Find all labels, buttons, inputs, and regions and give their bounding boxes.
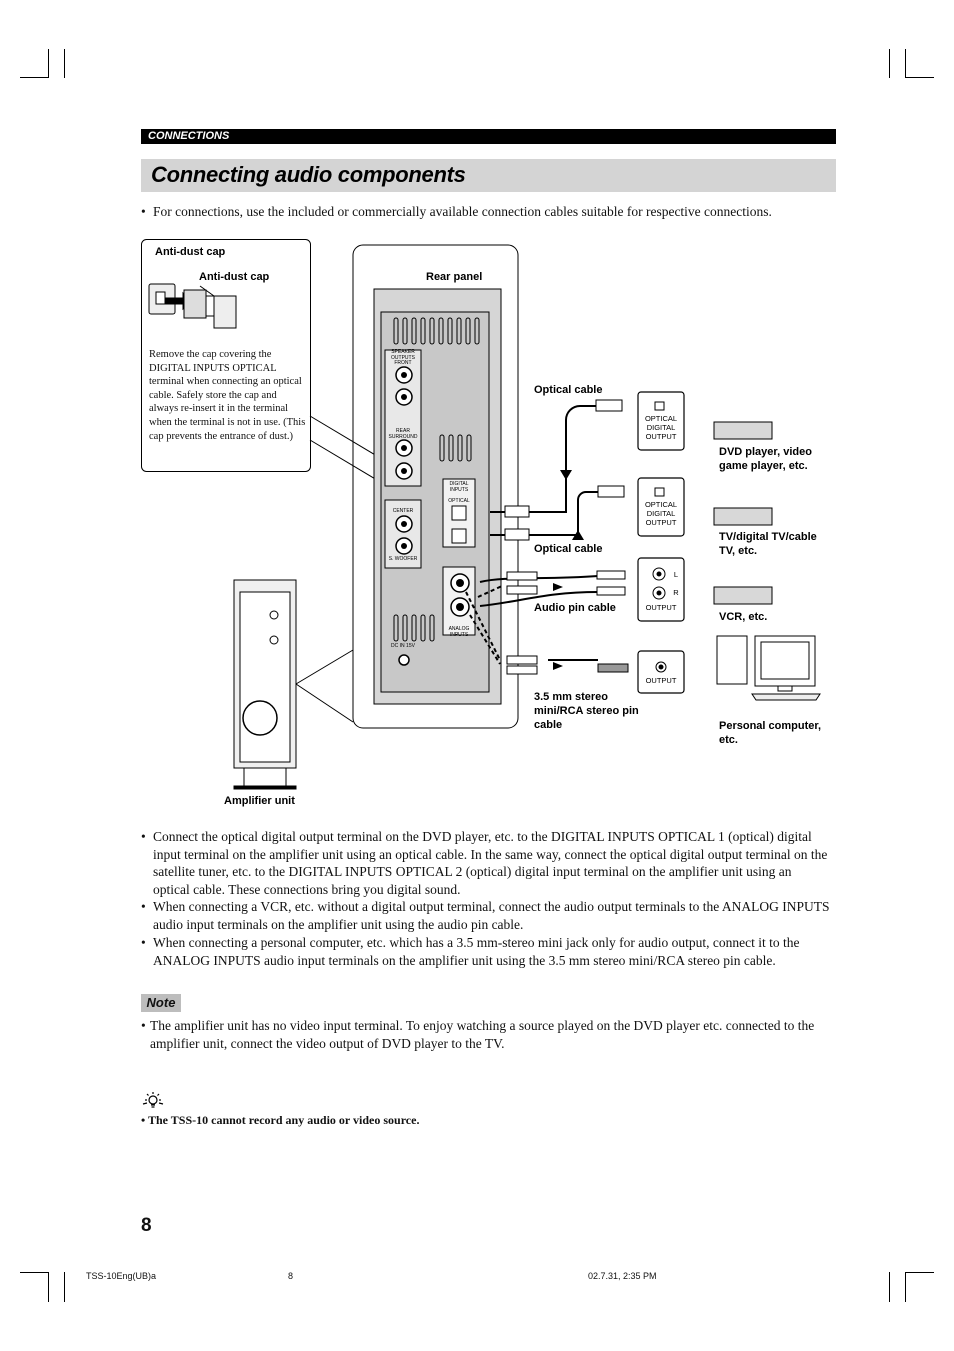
box4-terminal-label: OUTPUT [645,676,677,685]
page-number: 8 [141,1215,152,1236]
box3-l-label: L [673,570,679,579]
device-tv-label: TV/digital TV/cable TV, etc. [719,531,817,557]
cable-arrows [553,470,584,670]
note-text: The amplifier unit has no video input te… [150,1018,815,1051]
panel-rear-surround: REAR SURROUND [388,428,418,440]
bullet-text: Connect the optical digital output termi… [153,829,828,897]
intro-bullet-text: For connections, use the included or com… [153,204,772,219]
optical-cable-2-line [490,491,598,536]
footer-left: TSS-10Eng(UB)a [86,1271,157,1281]
box1-terminal-label: OPTICAL DIGITAL OUTPUT [644,414,678,441]
mini-rca-cable-label: 3.5 mm stereo mini/RCA stereo pin cable [534,691,639,731]
cables [465,405,599,665]
connection-diagram [141,239,821,790]
panel-front: FRONT [394,360,412,366]
device-dvd-label: DVD player, video game player, etc. [719,446,812,472]
callout-cap-label: Anti-dust cap [199,271,270,283]
tip-text: The TSS-10 cannot record any audio or vi… [147,1113,420,1127]
footer-center: 8 [288,1271,294,1281]
section-header-bar: CONNECTIONS [141,129,836,144]
note-badge: Note [141,994,181,1012]
device-vcr-label: VCR, etc. [719,611,768,623]
footer-right: 02.7.31, 2:35 PM [588,1271,657,1281]
terminal-jacks [652,401,667,673]
box3-terminal-label: OUTPUT [645,603,677,612]
panel-center: CENTER [392,508,414,514]
audio-pin-cable-label: Audio pin cable [534,602,616,614]
device-illustrations [713,421,821,701]
optical-cable-1-label: Optical cable [534,384,603,396]
tip-lightbulb-icon [142,1092,164,1108]
panel-speaker-outputs: SPEAKER OUTPUTS [391,349,415,361]
panel-dc-in: DC IN 15V [391,643,415,649]
callout-text: Remove the cap covering the DIGITAL INPU… [149,349,306,442]
panel-s-woofer: S. WOOFER [388,556,418,562]
cable-plugs [504,399,629,675]
rear-panel-enclosure [352,244,519,729]
anti-dust-cap-illustration [148,283,237,329]
bullet-text: When connecting a VCR, etc. without a di… [153,899,830,932]
optical-cable-2-label: Optical cable [534,543,603,555]
callout-title: Anti-dust cap [155,246,226,258]
device-pc-label: Personal computer, etc. [719,720,822,746]
tip-item: • The TSS-10 cannot record any audio or … [141,1113,420,1127]
callout-box [141,239,311,472]
box2-terminal-label: OPTICAL DIGITAL OUTPUT [644,500,678,527]
amplifier-front-illustration [233,579,297,790]
title-box: Connecting audio components [141,159,836,192]
panel-digital-inputs: DIGITAL INPUTS [449,481,469,493]
page-title: Connecting audio components [151,162,466,187]
box3-r-label: R [673,588,679,597]
panel-optical: OPTICAL [448,498,470,504]
audio-cable-r-line [479,591,599,607]
amplifier-unit-label: Amplifier unit [224,795,295,807]
rear-panel-label: Rear panel [426,271,483,283]
bullet-text: When connecting a personal computer, etc… [153,935,800,968]
optical-cable-1-line [490,405,596,513]
panel-analog-inputs: ANALOG INPUTS [448,626,470,638]
amplifier-rear-panel [373,288,502,705]
